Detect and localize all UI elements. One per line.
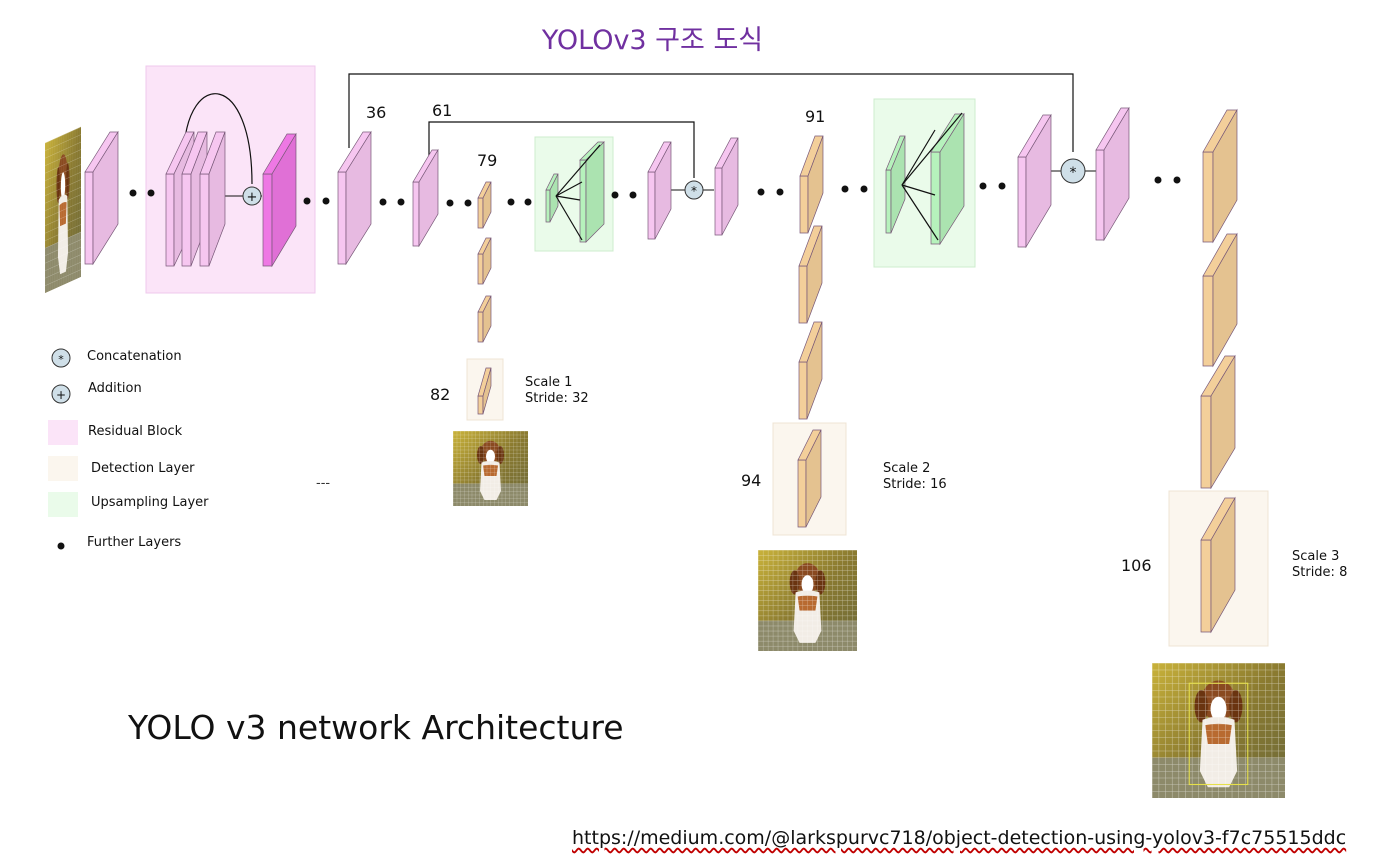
further-layer-dot [446, 199, 454, 207]
detection-layer [1202, 232, 1238, 368]
concatenation-icon: * [1060, 158, 1086, 184]
further-layer-dot [1154, 176, 1162, 184]
scale1-output-image [453, 431, 528, 506]
upsampling-fan-1 [555, 144, 601, 241]
further-layer-dot [397, 198, 405, 206]
svg-text:*: * [58, 353, 64, 366]
further-layer-dot [379, 198, 387, 206]
detection-layer-94 [797, 429, 822, 528]
svg-text:*: * [1070, 165, 1077, 181]
further-layer-dot [1173, 176, 1181, 184]
dash-mark: --- [316, 476, 331, 491]
detection-layer [477, 181, 492, 229]
legend-detection-swatch [48, 456, 78, 481]
detection-layer [798, 225, 823, 324]
upsampling-fan-2 [901, 112, 963, 241]
scale3-output-image [1152, 663, 1285, 798]
conv-layer [84, 130, 119, 266]
skip-connection-61 [428, 121, 695, 178]
source-link[interactable]: https://medium.com/@larkspurvc718/object… [572, 827, 1347, 849]
legend-concatenation-label: Concatenation [87, 349, 182, 364]
residual-skip-arc [183, 93, 253, 185]
layer-number-106: 106 [1121, 556, 1152, 575]
further-layer-dot [860, 185, 868, 193]
further-layer-dot [129, 189, 137, 197]
legend-concatenation-icon: * [51, 348, 71, 368]
layer-36 [337, 130, 372, 266]
svg-text:*: * [691, 184, 697, 198]
upsampling-layer [579, 141, 605, 243]
detection-layer [1202, 108, 1238, 244]
conv-layer [1017, 113, 1052, 249]
addition-icon: + [242, 186, 262, 206]
layer-number-61: 61 [432, 101, 453, 120]
further-layer-dot [147, 189, 155, 197]
architecture-title: YOLO v3 network Architecture [128, 708, 624, 747]
detection-layer-106 [1200, 496, 1236, 634]
residual-conv-layer [199, 131, 226, 267]
further-layer-dot [629, 191, 637, 199]
legend-detection-label: Detection Layer [91, 461, 195, 476]
conv-layer [714, 137, 739, 236]
further-layer-dot [757, 188, 765, 196]
skip-connection-36 [348, 73, 1074, 152]
legend-addition-label: Addition [88, 381, 142, 396]
conv-layer [1095, 106, 1130, 242]
detection-layer [798, 321, 823, 420]
layer-91 [799, 135, 824, 234]
legend-residual-label: Residual Block [88, 424, 183, 439]
legend-further-label: Further Layers [87, 535, 182, 550]
detection-layer [477, 295, 492, 343]
legend-addition-icon: + [51, 384, 71, 404]
layer-number-36: 36 [366, 103, 387, 122]
svg-text:+: + [247, 190, 258, 205]
scale2-output-image [758, 550, 857, 651]
upsampling-layer [885, 135, 906, 234]
further-layer-dot [998, 182, 1006, 190]
further-layer-dot [979, 182, 987, 190]
residual-output-layer [262, 132, 297, 268]
further-layer-dot [524, 198, 532, 206]
layer-number-91: 91 [805, 107, 826, 126]
further-layer-dot [464, 199, 472, 207]
further-layer-dot [303, 197, 311, 205]
further-layer-dot [611, 191, 619, 199]
legend-upsampling-label: Upsampling Layer [91, 495, 209, 510]
svg-text:+: + [56, 388, 66, 402]
layer-number-79: 79 [477, 151, 498, 170]
legend-dot-icon [57, 542, 65, 550]
further-layer-dot [776, 188, 784, 196]
layer-61 [412, 148, 439, 248]
layer-number-82: 82 [430, 385, 451, 404]
legend-upsampling-swatch [48, 492, 78, 517]
conv-layer [647, 141, 672, 240]
legend-residual-swatch [48, 420, 78, 445]
further-layer-dot [322, 197, 330, 205]
upsampling-layer [930, 112, 965, 246]
layer-number-94: 94 [741, 471, 762, 490]
upsampling-layer [545, 173, 559, 223]
detection-layer-82 [477, 367, 492, 415]
further-layer-dot [507, 198, 515, 206]
detection-layer [1200, 354, 1236, 490]
input-image [45, 126, 81, 293]
page-title: YOLOv3 구조 도식 [541, 25, 764, 56]
detection-layer [477, 237, 492, 285]
concatenation-icon: * [684, 180, 704, 200]
further-layer-dot [841, 185, 849, 193]
